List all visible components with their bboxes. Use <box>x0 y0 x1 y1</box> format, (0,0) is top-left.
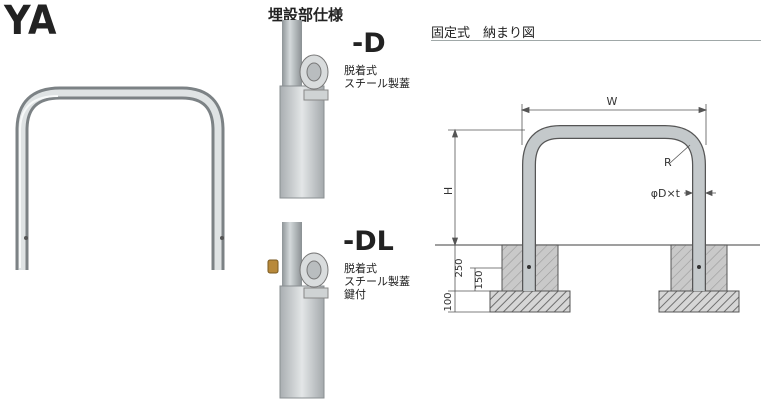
variant-dl-line: 鍵付 <box>344 288 366 301</box>
height-label: H <box>442 187 455 195</box>
width-dimension <box>520 104 708 145</box>
variant-code-d: -D <box>352 28 386 59</box>
product-illustration <box>15 86 225 270</box>
radius-label: R <box>664 156 672 169</box>
width-label: W <box>607 95 618 108</box>
installation-drawing-title: 固定式 納まり図 <box>431 26 536 41</box>
title-rule <box>431 40 761 41</box>
variant-code-dl: -DL <box>343 226 394 257</box>
depth-total-label: 250 <box>454 258 465 277</box>
variant-d-line: 脱着式 <box>344 64 377 77</box>
bollard-pipe <box>523 126 705 291</box>
variant-dl-line: スチール製蓋 <box>344 275 410 288</box>
pin-hole-left <box>527 265 531 269</box>
pin-hole-right <box>697 265 701 269</box>
diameter-dimension <box>684 189 716 197</box>
variant-dl-line: 脱着式 <box>344 262 377 275</box>
variant-d-line: スチール製蓋 <box>344 77 410 90</box>
radius-leader <box>669 144 691 164</box>
embedded-post-illustrations <box>267 20 329 399</box>
base-label: 100 <box>443 292 454 311</box>
embedded-spec-heading: 埋設部仕様 <box>268 6 344 24</box>
variant-d-description: 脱着式 スチール製蓋 <box>344 64 410 90</box>
depth-dimensions <box>448 245 502 313</box>
product-model: YA <box>4 0 58 44</box>
depth-inner-label: 150 <box>474 270 485 289</box>
height-dimension <box>448 128 525 247</box>
variant-dl-description: 脱着式 スチール製蓋 鍵付 <box>344 262 410 301</box>
diameter-label: φD×t <box>651 187 681 200</box>
